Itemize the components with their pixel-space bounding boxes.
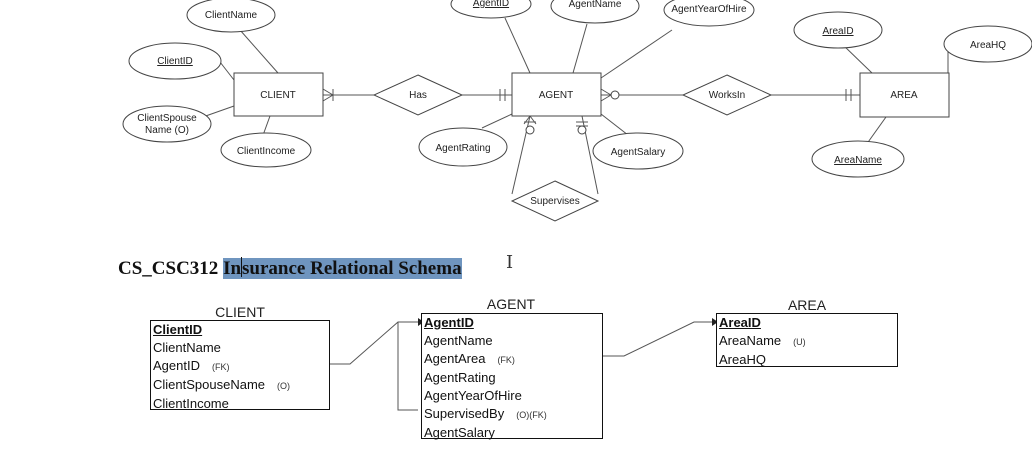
agent-column-supervisedby: SupervisedBy (O)(FK)	[424, 405, 602, 424]
relationship-supervises: Supervises	[510, 180, 600, 222]
entity-agent: AGENT	[511, 72, 602, 117]
column-name: AgentID	[424, 315, 474, 330]
svg-text:AgentYearOfHire: AgentYearOfHire	[671, 4, 747, 15]
column-name: ClientName	[153, 340, 221, 355]
title-selected-rest: surance Relational Schema	[242, 258, 462, 279]
svg-text:AGENT: AGENT	[539, 90, 573, 101]
svg-text:ClientID: ClientID	[157, 56, 193, 67]
agent-column-agentrating: AgentRating	[424, 369, 602, 387]
column-constraint-tag: (O)(FK)	[516, 410, 547, 420]
column-constraint-tag: (O)	[277, 381, 291, 391]
column-name: AgentYearOfHire	[424, 388, 522, 403]
column-name: AreaHQ	[719, 352, 766, 367]
title-selected-start: In	[223, 258, 242, 279]
arrow-head	[712, 318, 718, 326]
column-name: AgentID	[153, 358, 200, 373]
agent-column-agentsalary: AgentSalary	[424, 424, 602, 442]
svg-text:Name (O): Name (O)	[145, 125, 189, 136]
attr-client-id: ClientID	[128, 42, 222, 80]
svg-text:AgentSalary: AgentSalary	[611, 147, 665, 158]
table-name-agent: AGENT	[486, 296, 536, 312]
client-column-agentid: AgentID (FK)	[153, 357, 329, 376]
attr-agent-salary: AgentSalary	[592, 132, 684, 170]
client-column-clientincome: ClientIncome	[153, 395, 329, 413]
column-name: AgentRating	[424, 370, 496, 385]
attr-agent-id: AgentID	[450, 0, 532, 19]
table-area: AreaID AreaName (U) AreaHQ	[716, 313, 898, 367]
svg-text:AgentID: AgentID	[473, 0, 509, 9]
relationship-connectors	[322, 88, 860, 195]
client-column-clientid: ClientID	[153, 321, 329, 339]
title-text: CS_CSC312	[118, 258, 224, 279]
relationship-works-in: WorksIn	[681, 74, 773, 116]
attr-agent-year-of-hire: AgentYearOfHire	[663, 0, 755, 27]
svg-text:ClientIncome: ClientIncome	[237, 146, 296, 157]
svg-text:AreaID: AreaID	[822, 26, 853, 37]
entity-area: AREA	[859, 72, 950, 118]
attr-client-name: ClientName	[186, 0, 276, 33]
column-name: ClientIncome	[153, 396, 229, 411]
agent-column-agentarea: AgentArea (FK)	[424, 350, 602, 369]
attr-area-id: AreaID	[793, 11, 883, 49]
svg-text:AreaName: AreaName	[834, 155, 882, 166]
area-column-areaid: AreaID	[719, 314, 897, 332]
schema-connectors	[329, 318, 718, 411]
entity-client: CLIENT	[233, 72, 324, 117]
svg-text:Supervises: Supervises	[530, 196, 579, 207]
agent-column-agentyearofhire: AgentYearOfHire	[424, 387, 602, 405]
column-name: SupervisedBy	[424, 406, 505, 421]
svg-text:AgentRating: AgentRating	[435, 143, 490, 154]
svg-text:ClientName: ClientName	[205, 10, 258, 21]
client-column-clientname: ClientName	[153, 339, 329, 357]
area-column-areaname: AreaName (U)	[719, 332, 897, 351]
attr-client-spouse-name: ClientSpouse Name (O)	[122, 105, 212, 143]
column-name: AgentSalary	[424, 425, 495, 440]
attr-area-hq: AreaHQ	[943, 25, 1032, 63]
schema-title[interactable]: CS_CSC312 Insurance Relational Schema	[118, 256, 462, 282]
column-constraint-tag: (FK)	[211, 362, 230, 372]
svg-text:AreaHQ: AreaHQ	[970, 40, 1006, 51]
svg-text:WorksIn: WorksIn	[709, 90, 746, 101]
svg-text:CLIENT: CLIENT	[260, 90, 296, 101]
attr-client-income: ClientIncome	[220, 132, 312, 168]
area-column-areahq: AreaHQ	[719, 351, 897, 369]
column-name: AgentArea	[424, 351, 486, 366]
i-beam-cursor-icon: I	[506, 252, 514, 273]
svg-text:Has: Has	[409, 90, 427, 101]
agent-column-agentid: AgentID	[424, 314, 602, 332]
column-constraint-tag: (FK)	[497, 355, 515, 365]
svg-text:AgentName: AgentName	[569, 0, 622, 10]
svg-text:ClientSpouse: ClientSpouse	[137, 113, 197, 124]
agent-column-agentname: AgentName	[424, 332, 602, 350]
column-name: AreaName	[719, 333, 782, 348]
table-name-client: CLIENT	[215, 304, 265, 320]
attr-agent-name: AgentName	[550, 0, 640, 24]
column-name: AgentName	[424, 333, 493, 348]
attr-area-name: AreaName	[811, 140, 905, 178]
client-column-clientspousename: ClientSpouseName (O)	[153, 376, 329, 395]
column-name: ClientID	[153, 322, 203, 337]
column-name: ClientSpouseName	[153, 377, 266, 392]
relationship-has: Has	[372, 74, 464, 116]
title-selection: Insurance Relational Schema	[223, 257, 462, 279]
text-caret	[241, 257, 243, 277]
table-name-area: AREA	[787, 297, 827, 313]
column-constraint-tag: (U)	[793, 337, 806, 347]
svg-text:AREA: AREA	[890, 90, 918, 101]
column-name: AreaID	[719, 315, 761, 330]
attr-agent-rating: AgentRating	[418, 127, 508, 167]
